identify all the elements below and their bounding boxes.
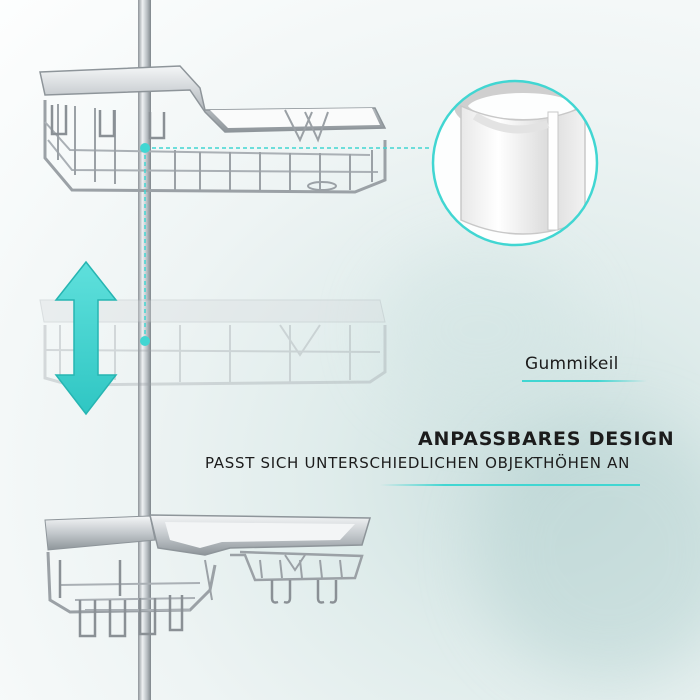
- top-basket: [39, 65, 387, 194]
- rubber-wedge-underline: [522, 380, 647, 382]
- feature-underline: [380, 484, 640, 486]
- rubber-wedge-label: Gummikeil: [525, 354, 619, 374]
- rubber-wedge-inset: [431, 79, 599, 247]
- feature-heading: ANPASSBARES DESIGN: [418, 428, 675, 450]
- bottom-basket: [44, 514, 372, 638]
- background-mist: [480, 420, 700, 680]
- ghost-basket: [39, 299, 387, 387]
- height-marker: [140, 336, 150, 346]
- background-mist: [380, 250, 580, 410]
- feature-subheading: PASST SICH UNTERSCHIEDLICHEN OBJEKTHÖHEN…: [205, 454, 631, 472]
- adjust-height-double-arrow-icon: [54, 260, 118, 416]
